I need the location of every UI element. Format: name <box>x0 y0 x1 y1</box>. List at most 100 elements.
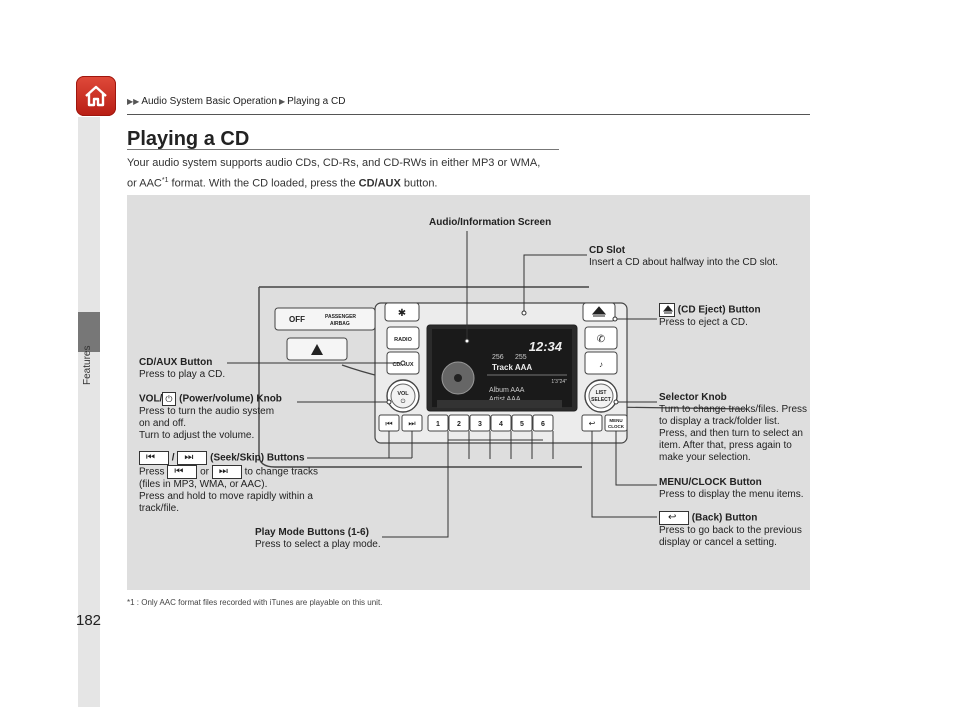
callout-selector-desc1: Turn to change tracks/files. Press <box>659 404 808 415</box>
audio-unit-figure: ✱ OFF PASSENGER AIRBAG RADIO CD/AUX ✆ ♪ … <box>127 195 810 590</box>
select-label: SELECT <box>591 397 611 403</box>
callout-back: ↩ (Back) Button Press to go back to the … <box>659 511 802 549</box>
seek-forward-icon: ⏭ <box>211 465 242 479</box>
callout-vol-knob: VOL/⏻ (Power/volume) Knob Press to turn … <box>139 392 282 442</box>
svg-text:♪: ♪ <box>599 360 603 369</box>
side-tab-marker[interactable] <box>78 312 100 352</box>
callout-audio-screen-title: Audio/Information Screen <box>429 217 552 228</box>
preset-buttons: 1 2 3 4 5 6 <box>427 414 554 432</box>
preset-1-label: 1 <box>436 421 440 428</box>
callout-eject: (CD Eject) Button Press to eject a CD. <box>659 303 761 329</box>
sidebar-label: Features <box>82 345 93 385</box>
screen-track-name: Track AAA <box>492 363 532 372</box>
footnote: *1 : Only AAC format files recorded with… <box>127 598 383 607</box>
callout-menu-desc: Press to display the menu items. <box>659 489 804 500</box>
screen-artist: Artist AAA <box>489 396 521 403</box>
callout-menu-clock: MENU/CLOCK Button Press to display the m… <box>659 477 804 501</box>
side-strip <box>78 117 100 707</box>
callout-cdaux-desc: Press to play a CD. <box>139 369 226 380</box>
callout-selector-desc2: to display a track/folder list. <box>659 416 780 427</box>
seek-back-icon: ⏮ <box>167 465 198 479</box>
seek-back-icon: ⏮ <box>139 451 169 465</box>
clock-label: CLOCK <box>608 424 625 429</box>
home-button[interactable] <box>76 76 116 116</box>
footnote-ref: *1 <box>161 177 169 184</box>
callout-seek-desc2: (files in MP3, WMA, or AAC). <box>139 479 268 490</box>
callout-vol-desc1: Press to turn the audio system <box>139 406 275 417</box>
airbag-passenger-text: PASSENGER <box>325 314 356 320</box>
callout-seek-press: Press <box>139 466 165 478</box>
callout-playmode-desc: Press to select a play mode. <box>255 539 381 550</box>
vol-knob-label: VOL <box>397 391 409 397</box>
list-label: LIST <box>596 390 607 396</box>
callout-vol-desc2: on and off. <box>139 418 187 429</box>
breadcrumb: ▶▶ Audio System Basic Operation ▶ Playin… <box>127 96 345 107</box>
svg-text:⏮: ⏮ <box>385 419 392 428</box>
callout-selector-desc3: Press, and then turn to select an <box>659 428 803 439</box>
callout-seek-change: to change tracks <box>244 466 318 478</box>
callout-vol-desc3: Turn to adjust the volume. <box>139 430 255 441</box>
callout-cd-slot-desc: Insert a CD about halfway into the CD sl… <box>589 257 778 268</box>
screen-track-number: 255 <box>515 354 527 361</box>
callout-vol-title-a: VOL/ <box>139 393 163 405</box>
power-icon: ⏻ <box>162 392 177 406</box>
callout-seek-desc4: track/file. <box>139 503 180 514</box>
screen-album: Album AAA <box>489 387 525 394</box>
callout-selector-desc4: item. After that, press again to <box>659 440 792 451</box>
radio-label: RADIO <box>394 337 412 343</box>
callout-eject-title: (CD Eject) Button <box>677 304 761 316</box>
breadcrumb-link-audio[interactable]: Audio System Basic Operation <box>141 96 277 107</box>
callout-cd-slot-title: CD Slot <box>589 245 626 256</box>
callout-vol-title-b: (Power/volume) Knob <box>179 393 282 405</box>
svg-text:⏭: ⏭ <box>408 419 415 428</box>
eject-icon <box>659 303 675 317</box>
callout-back-title: (Back) Button <box>691 512 758 524</box>
callout-seek: ⏮ / ⏭ (Seek/Skip) Buttons Press ⏮ or ⏭ t… <box>139 451 318 515</box>
callout-eject-desc: Press to eject a CD. <box>659 317 748 328</box>
preset-4-label: 4 <box>499 421 503 428</box>
callout-selector-title: Selector Knob <box>659 392 727 403</box>
callout-back-desc2: display or cancel a setting. <box>659 537 777 548</box>
airbag-word-text: AIRBAG <box>330 321 350 327</box>
breadcrumb-arrow-icon: ▶▶ <box>127 97 140 106</box>
intro-text-b: or AAC <box>127 177 162 190</box>
preset-6-label: 6 <box>541 421 545 428</box>
callout-selector-desc5: make your selection. <box>659 452 751 463</box>
callout-menu-title: MENU/CLOCK Button <box>659 477 762 488</box>
intro-text-c: format. With the CD loaded, press the <box>168 177 359 190</box>
menu-label: MENU <box>609 418 622 423</box>
breadcrumb-arrow-icon: ▶ <box>278 97 286 106</box>
preset-5-label: 5 <box>520 421 524 428</box>
back-icon: ↩ <box>659 511 689 525</box>
screen-elapsed-time: 1'3"24" <box>551 379 567 385</box>
callout-seek-or: or <box>200 466 210 478</box>
callout-back-desc1: Press to go back to the previous <box>659 525 802 536</box>
screen-folder-number: 256 <box>492 354 504 361</box>
callout-audio-screen: Audio/Information Screen <box>429 217 551 229</box>
audio-unit-illustration: ✱ OFF PASSENGER AIRBAG RADIO CD/AUX ✆ ♪ … <box>227 231 748 538</box>
page-number: 182 <box>76 612 102 629</box>
callout-seek-desc3: Press and hold to move rapidly within a <box>139 491 313 502</box>
callout-cdaux: CD/AUX Button Press to play a CD. <box>139 357 225 381</box>
header-divider <box>127 114 810 115</box>
seek-forward-icon: ⏭ <box>177 451 208 465</box>
svg-text:✆: ✆ <box>597 334 605 345</box>
page-title: Playing a CD <box>127 128 250 150</box>
preset-3-label: 3 <box>478 421 482 428</box>
home-icon <box>85 85 107 107</box>
preset-2-label: 2 <box>457 421 461 428</box>
svg-text:✱: ✱ <box>398 308 406 319</box>
callout-play-mode: Play Mode Buttons (1-6) Press to select … <box>255 527 381 551</box>
callout-cdaux-title: CD/AUX Button <box>139 357 213 368</box>
title-divider <box>127 149 559 150</box>
svg-text:↩: ↩ <box>589 419 596 428</box>
airbag-off-text: OFF <box>289 315 305 324</box>
callout-cd-slot: CD Slot Insert a CD about halfway into t… <box>589 245 778 269</box>
intro-text-d: button. <box>400 177 438 190</box>
screen-clock: 12:34 <box>529 339 563 354</box>
callout-selector: Selector Knob Turn to change tracks/file… <box>659 392 807 464</box>
breadcrumb-current: Playing a CD <box>287 96 346 107</box>
svg-text:⏻: ⏻ <box>401 398 406 405</box>
callout-playmode-title: Play Mode Buttons (1-6) <box>255 527 369 538</box>
intro-bold: CD/AUX <box>358 177 401 190</box>
